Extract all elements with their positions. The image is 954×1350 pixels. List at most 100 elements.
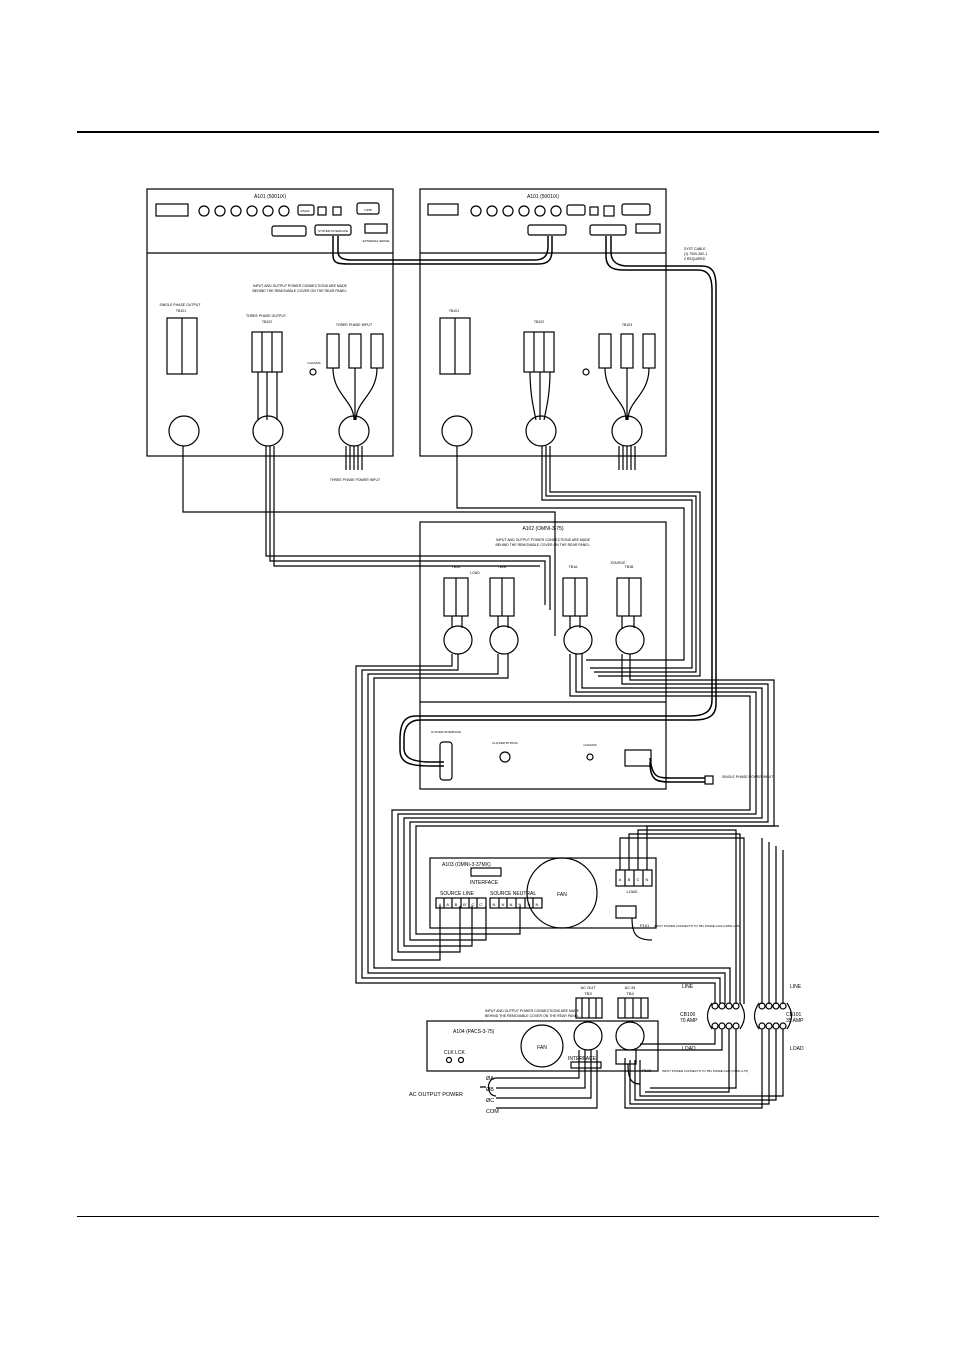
- a104-ac-out: AC OUT: [580, 985, 596, 990]
- svg-text:A: A: [439, 902, 442, 907]
- header-rule: [77, 131, 879, 133]
- a104-unit: INPUT AND OUTPUT POWER CONNECTIONS ARE M…: [409, 985, 748, 1115]
- a101-unit: A101 (5001iX) RS232 GPIB SYSTEM INTERFAC…: [146, 188, 394, 482]
- line-left: LINE: [682, 984, 694, 990]
- a104-fan-icon: [520, 1024, 564, 1068]
- a102-note-1: INPUT AND OUTPUT POWER CONNECTIONS ARE M…: [496, 538, 591, 542]
- a104-interface: INTERFACE: [568, 1056, 597, 1062]
- cb101-rating: 35 AMP: [786, 1018, 804, 1024]
- b-unit-tb-single: TB101: [449, 309, 459, 313]
- a101-external-sense: EXTERNAL SENSE: [363, 239, 390, 243]
- line-right: LINE: [790, 984, 802, 990]
- a102-single-phase-input: SINGLE PHASE POWER INPUT: [722, 775, 774, 779]
- load-left: LOAD: [682, 1046, 696, 1052]
- a101-title: A101 (5001iX): [254, 194, 286, 200]
- a104-note-1: INPUT AND OUTPUT POWER CONNECTIONS ARE M…: [485, 1009, 580, 1013]
- cb100: CB100: [680, 1012, 696, 1018]
- a103-source-neutral: SOURCE NEUTRAL: [490, 891, 536, 897]
- footer-rule: [77, 1216, 879, 1217]
- svg-text:A': A': [446, 902, 450, 907]
- a103-p101: P101: [640, 923, 650, 928]
- load-right: LOAD: [790, 1046, 804, 1052]
- a103-interface: INTERFACE: [470, 880, 499, 886]
- a102-note-2: BEHIND THE REMOVABLE COVER ON THE REAR P…: [495, 543, 590, 547]
- a104-tb3: TB3: [584, 991, 592, 996]
- a104-note-2: BEHIND THE REMOVABLE COVER ON THE REAR P…: [485, 1014, 580, 1018]
- a103-right-terminals: N N N N N N: [489, 897, 543, 909]
- a102-unit: A102 (OMNI-3-75) INPUT AND OUTPUT POWER …: [419, 521, 774, 790]
- a101-power-input: THREE PHASE POWER INPUT: [330, 478, 381, 482]
- cb100-rating: 70 AMP: [680, 1018, 698, 1024]
- a103-unit: A103 (OMNI-3-37MX) INTERFACE SOURCE LINE…: [429, 825, 779, 1004]
- a102-source: SOURCE: [611, 561, 627, 565]
- a102-system-interface-connector: [439, 741, 453, 781]
- a103-p101-note: INPUT POWER CONNECTS TO TB1 INSIDE A102 …: [654, 924, 740, 928]
- a102-flicker: FLICKER BYPASS: [492, 741, 517, 745]
- a103-source-line: SOURCE LINE: [440, 891, 475, 897]
- a102-load: LOAD: [470, 571, 480, 575]
- svg-text:N: N: [502, 902, 505, 907]
- b-unit: A101 (5001iX) TB101 TB102 TB103: [257, 188, 667, 470]
- a102-system-interface: SYSTEM INTERFACE: [431, 730, 461, 734]
- a104-ac-output-power: AC OUTPUT POWER: [409, 1092, 463, 1098]
- svg-text:N: N: [510, 902, 513, 907]
- a101-gpib: GPIB: [364, 208, 371, 212]
- a101-three-phase-input: THREE PHASE INPUT: [336, 323, 373, 327]
- a104-p102: P102: [642, 1068, 652, 1073]
- a101-interface-label: SYSTEM INTERFACE: [318, 229, 348, 233]
- a104-p102-note: INPUT POWER CONNECTS TO TB1 INSIDE A102 …: [662, 1069, 748, 1073]
- cb101: CB101: [786, 1012, 802, 1018]
- a103-fan: FAN: [557, 892, 567, 898]
- a103-left-terminals: A A' B B' C C': [435, 897, 487, 909]
- a104-title: A104 (PACS-3-75): [453, 1029, 495, 1035]
- a101-system-interface: [314, 224, 352, 236]
- sys-cable-label: SYST CABLE (1) 7000-282-1 2 REQUIRED: [684, 247, 707, 261]
- b-unit-title: A101 (5001iX): [527, 194, 559, 200]
- a102-tb1a: TB1A: [569, 565, 578, 569]
- svg-text:B: B: [628, 877, 631, 882]
- a101-note-2: BEHIND THE REMOVABLE COVER ON THE REAR P…: [252, 289, 347, 293]
- a102-tb2b: TB2B: [498, 565, 507, 569]
- a101-note-1: INPUT AND OUTPUT POWER CONNECTIONS ARE M…: [253, 284, 348, 288]
- svg-text:(1) 7000-282-1: (1) 7000-282-1: [684, 252, 707, 256]
- a102-chassis: CHASSIS: [583, 743, 596, 747]
- svg-text:N: N: [493, 902, 496, 907]
- svg-text:N: N: [646, 877, 649, 882]
- a101-tb-three-out: TB102: [262, 320, 272, 324]
- a104-phase-c: ØC: [486, 1098, 494, 1104]
- a101-three-phase-output: THREE PHASE OUTPUT: [246, 314, 287, 318]
- a101-chassis: CHASSIS: [307, 361, 320, 365]
- a102-title: A102 (OMNI-3-75): [522, 526, 563, 532]
- svg-text:C: C: [637, 877, 640, 882]
- svg-text:SYST CABLE: SYST CABLE: [684, 247, 706, 251]
- a103-title: A103 (OMNI-3-37MX): [442, 862, 491, 868]
- a103-fan-icon: [526, 857, 598, 929]
- svg-text:A: A: [619, 877, 622, 882]
- breakers: LINE LINE CB100 70 AMP CB101 35 AMP LOAD…: [624, 838, 804, 1109]
- a104-phase-a: ØA: [486, 1076, 494, 1082]
- a104-ac-in: AC IN: [625, 985, 636, 990]
- svg-text:N: N: [519, 902, 522, 907]
- b-unit-tb-three-out: TB102: [534, 320, 544, 324]
- svg-text:B': B': [463, 902, 467, 907]
- a101-tb-single: TB101: [176, 309, 186, 313]
- a104-clk-lck: CLK LCK: [444, 1050, 466, 1056]
- svg-text:2 REQUIRED: 2 REQUIRED: [684, 257, 706, 261]
- a104-phase-b: ØB: [486, 1087, 494, 1093]
- svg-text:C: C: [472, 902, 475, 907]
- a103-load-block: LOAD: [627, 889, 638, 894]
- a104-fan: FAN: [537, 1045, 547, 1051]
- a102-tb1b: TB1B: [625, 565, 634, 569]
- system-cable-top: [332, 236, 553, 265]
- b-unit-tb-three-in: TB103: [622, 323, 632, 327]
- a101-rs232: RS232: [300, 209, 310, 213]
- svg-text:C': C': [479, 902, 483, 907]
- bnc-connectors: [198, 205, 290, 217]
- a104-phase-com: COM: [486, 1109, 499, 1115]
- svg-text:N: N: [536, 902, 539, 907]
- svg-text:B: B: [455, 902, 458, 907]
- a101-single-phase-output: SINGLE PHASE OUTPUT: [159, 303, 201, 307]
- a104-tb4: TB4: [626, 991, 634, 996]
